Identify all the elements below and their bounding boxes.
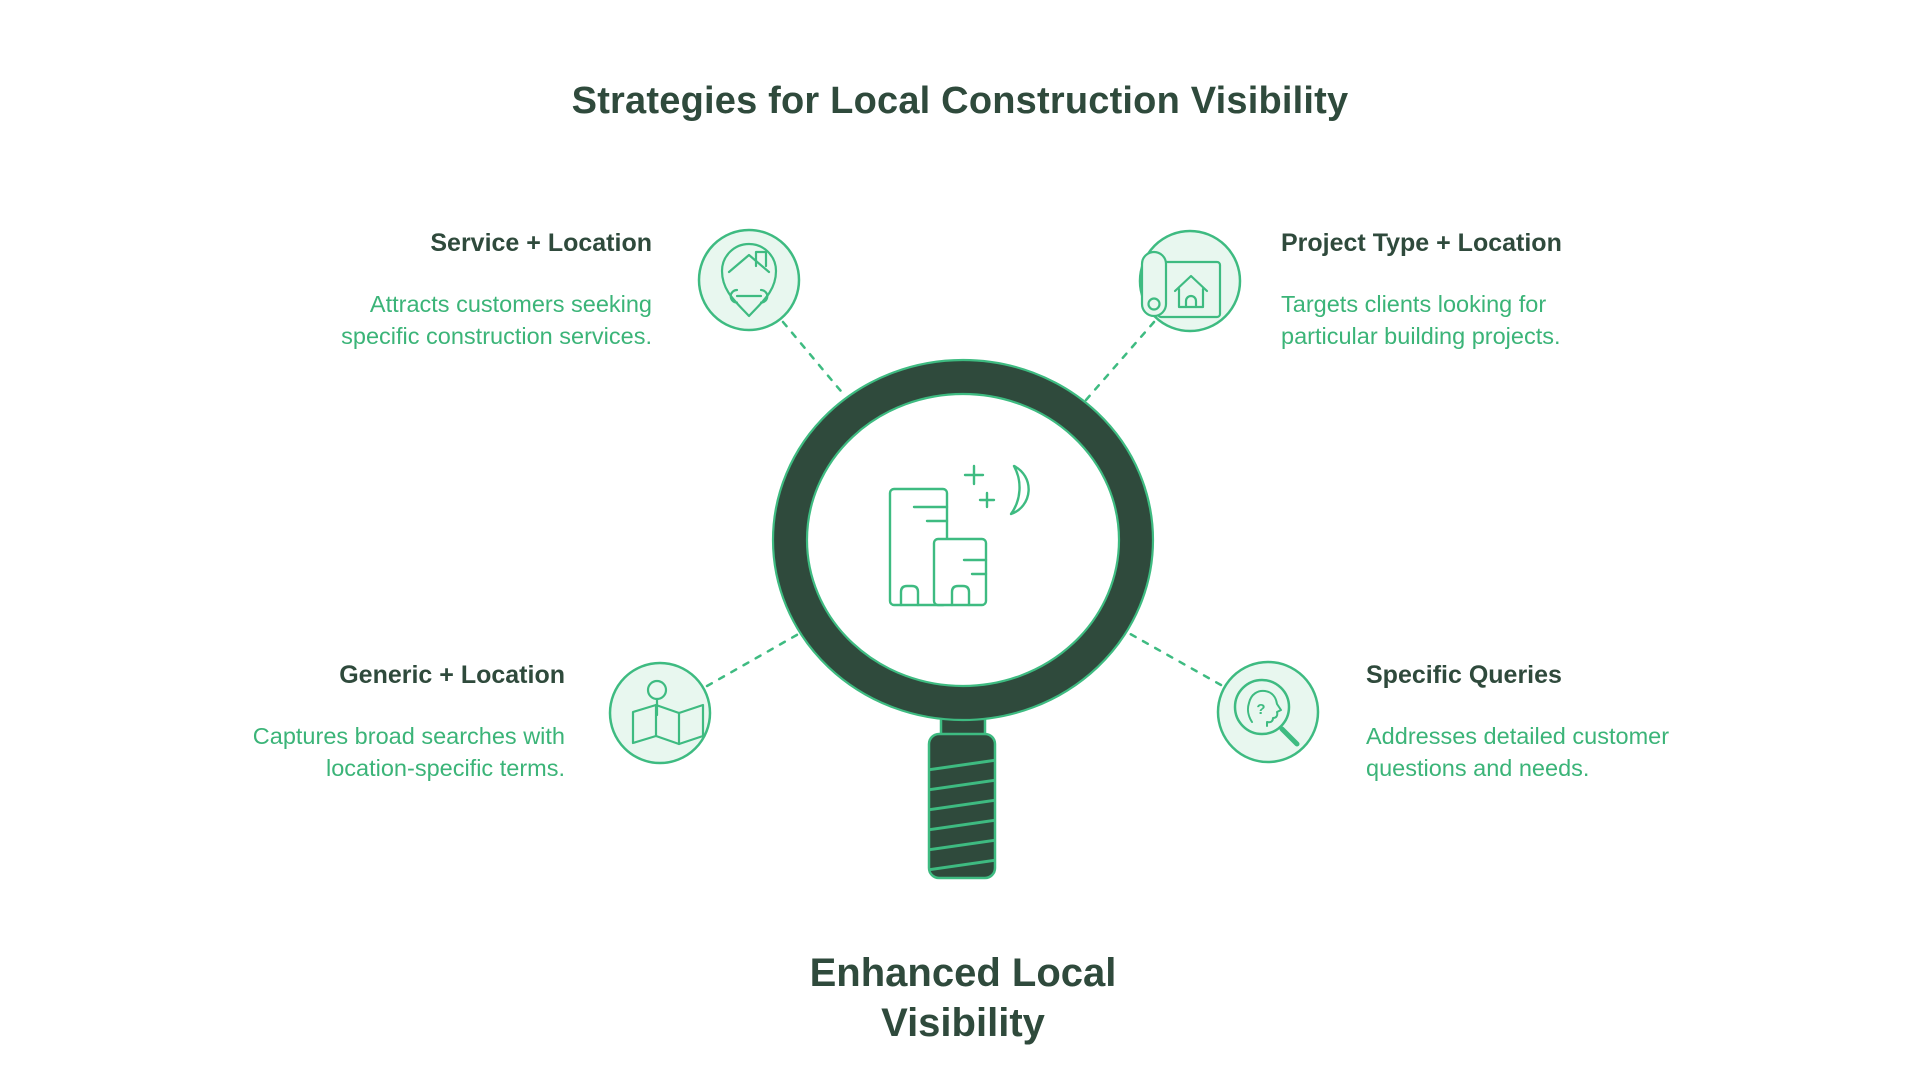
question-mark-glyph: ?	[1256, 701, 1265, 718]
connector-bottom-right	[1123, 629, 1223, 687]
icon-circle	[608, 661, 712, 765]
chimney	[754, 250, 768, 268]
door	[899, 584, 920, 607]
handle-stripes	[929, 758, 995, 872]
icon-circle	[1216, 660, 1320, 764]
item-label: Project Type + Location	[1281, 229, 1562, 257]
blueprint-sheet	[1156, 260, 1222, 319]
door	[950, 584, 971, 607]
center-caption: Enhanced Local Visibility	[809, 951, 1117, 1045]
specific-queries-icon: ?	[1216, 660, 1320, 764]
connector-top-right	[1084, 320, 1156, 402]
page-title: Strategies for Local Construction Visibi…	[571, 80, 1349, 123]
item-project-type-location: Project Type + Location Targets clients …	[1281, 229, 1621, 352]
item-specific-queries: Specific Queries Addresses detailed cust…	[1366, 661, 1716, 784]
item-generic-location: Generic + Location Captures broad search…	[185, 661, 565, 784]
sparkle-plus-large	[963, 464, 985, 486]
connector-top-left	[781, 320, 847, 398]
generic-location-icon	[608, 661, 712, 765]
lens-inner-rim	[805, 392, 1121, 688]
magnifier-graphic	[771, 358, 1155, 880]
mini-magnifier-handle	[1279, 726, 1300, 747]
connector-bottom-left	[705, 630, 804, 688]
icon-circle	[697, 228, 801, 332]
wrench-jaw-right	[759, 288, 769, 304]
item-description: Captures broad searches with location-sp…	[252, 723, 565, 781]
blueprint-roll-hole	[1147, 297, 1161, 311]
item-label: Specific Queries	[1366, 661, 1562, 689]
lens-outer-rim	[771, 358, 1155, 722]
item-description: Targets clients looking for particular b…	[1281, 291, 1561, 349]
blueprint-roll	[1140, 250, 1168, 318]
short-building	[932, 537, 988, 607]
crescent-moon-icon	[1009, 464, 1030, 516]
buildings-night-icon	[888, 464, 1030, 607]
item-description: Addresses detailed customer questions an…	[1366, 723, 1670, 781]
mini-magnifier-lens	[1233, 678, 1291, 736]
service-location-icon	[697, 228, 801, 332]
project-type-location-icon	[1138, 229, 1242, 333]
location-pin	[720, 242, 778, 318]
sparkle-plus-small	[978, 491, 996, 509]
house-walls	[1177, 287, 1205, 309]
wrench-jaw-left	[729, 288, 739, 304]
item-description: Attracts customers seeking specific cons…	[341, 291, 652, 349]
item-label: Service + Location	[430, 229, 652, 257]
folded-map	[631, 703, 705, 746]
house-roof	[727, 253, 771, 274]
item-label: Generic + Location	[339, 661, 565, 689]
house-roof	[1173, 274, 1209, 293]
item-service-location: Service + Location Attracts customers se…	[302, 229, 652, 352]
lens-ring	[773, 360, 1153, 720]
house-door	[1184, 294, 1198, 309]
head-profile	[1247, 689, 1282, 727]
